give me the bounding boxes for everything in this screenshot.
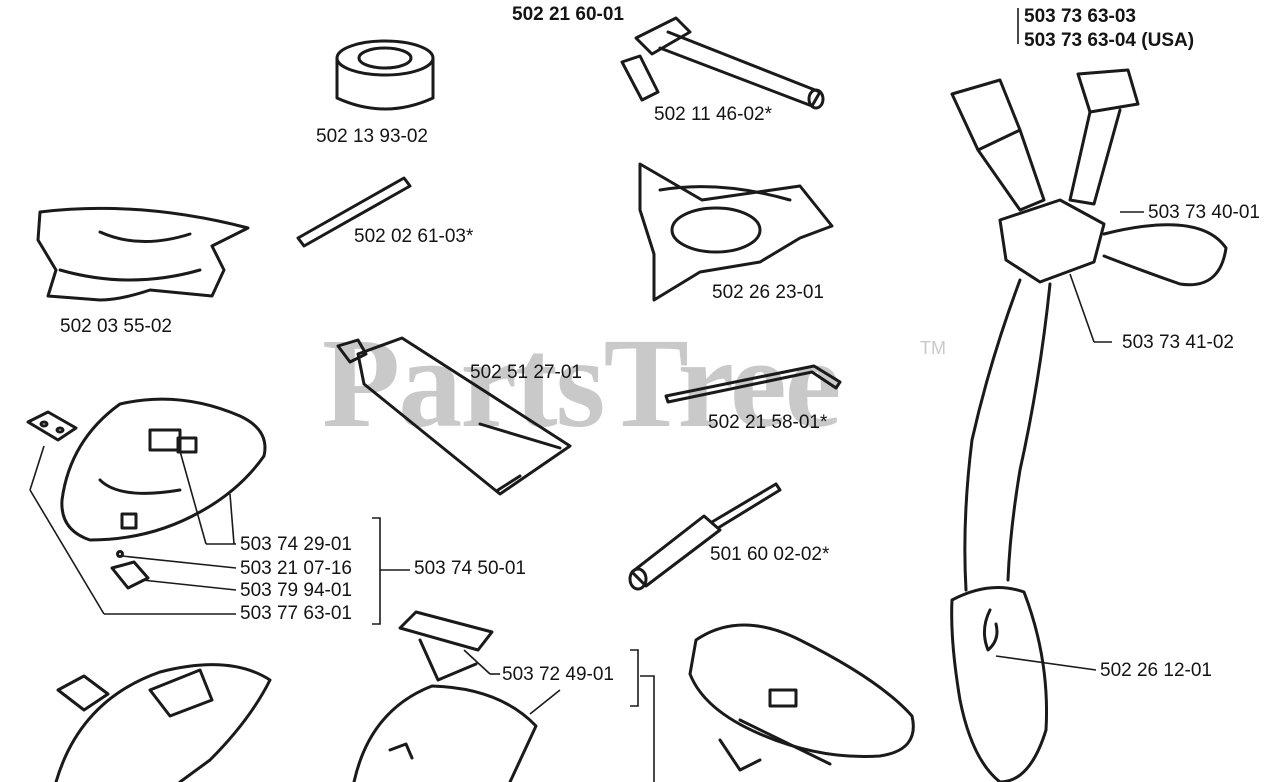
part-hex-key[interactable] [664,364,842,404]
label-strap-clip[interactable]: 503 73 41-02 [1122,332,1234,353]
label-screwdriver[interactable]: 501 60 02-02* [710,544,830,565]
part-trimmer-guard[interactable] [60,397,267,542]
label-wrench[interactable]: 502 11 46-02* [654,104,772,125]
label-guard-decal[interactable]: 503 74 29-01 [240,534,352,555]
label-hex-key[interactable]: 502 21 58-01* [708,412,828,433]
label-guard-screw[interactable]: 503 21 07-16 [240,558,352,579]
label-guard-bracket[interactable]: 503 79 94-01 [240,580,352,601]
part-belt-pad[interactable] [688,623,915,772]
label-harness-04-usa: 503 73 63-04 (USA) [1024,30,1195,51]
label-guard-assembly[interactable]: 503 74 50-01 [414,558,526,579]
label-harness-03: 503 73 63-03 [1024,6,1136,27]
label-buckle[interactable]: 503 73 40-01 [1148,202,1260,223]
label-harness-pad[interactable]: 502 26 12-01 [1100,660,1212,681]
label-kit: 502 21 60-01 [512,4,624,25]
part-guard-bracket[interactable] [110,550,150,590]
label-blade-plate[interactable]: 502 26 23-01 [712,282,824,303]
part-guard-plate[interactable] [26,410,78,442]
part-hip-pad[interactable] [36,206,250,302]
part-bushing[interactable] [335,39,435,111]
part-wrench[interactable] [620,16,825,110]
part-harness[interactable] [950,68,1228,782]
part-rod[interactable] [296,176,412,248]
part-mount-bracket[interactable] [352,610,538,782]
label-hip-pad[interactable]: 502 03 55-02 [60,316,172,337]
label-mount-bracket[interactable]: 503 72 49-01 [502,664,614,685]
label-grease-tube[interactable]: 502 51 27-01 [470,362,582,383]
part-grease-tube[interactable] [336,336,572,496]
trademark-mark: TM [920,338,946,358]
label-bushing[interactable]: 502 13 93-02 [316,126,428,147]
label-rod[interactable]: 502 02 61-03* [354,226,474,247]
part-lower-guard[interactable] [54,663,272,782]
part-blade-plate[interactable] [638,162,834,302]
part-screwdriver[interactable] [628,482,782,591]
label-guard-plate[interactable]: 503 77 63-01 [240,603,352,624]
